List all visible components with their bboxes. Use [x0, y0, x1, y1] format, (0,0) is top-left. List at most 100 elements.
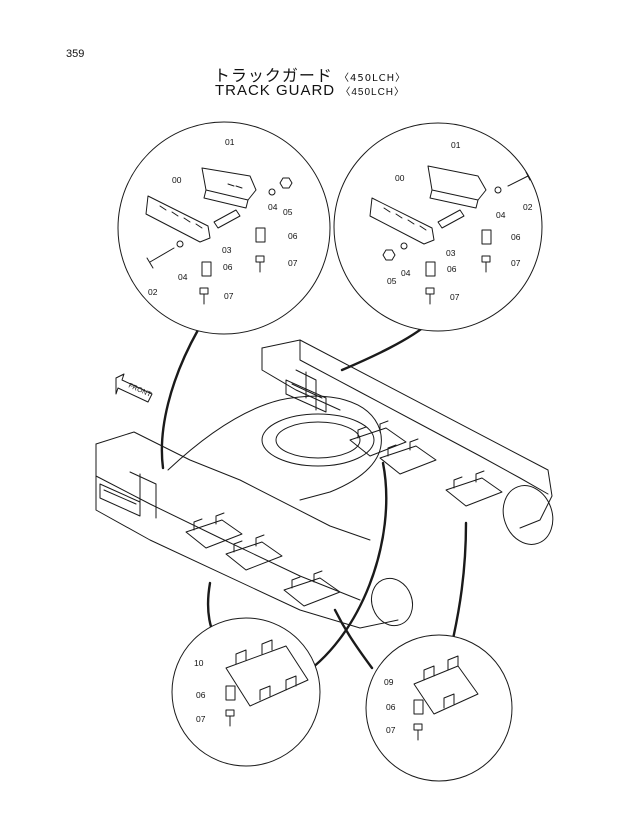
- bushing-06-right-b: [425, 261, 436, 277]
- leader-lower-right-b: [448, 521, 468, 654]
- pin-03: [213, 209, 241, 229]
- guard-00: [145, 195, 211, 243]
- label-ul-03: 03: [222, 245, 232, 255]
- detail-lower-left-parts: [225, 639, 309, 727]
- front-label: FRONT: [127, 382, 153, 398]
- guard-plate-01-holes: [227, 183, 243, 189]
- bushing-06-lr: [413, 699, 424, 715]
- roller-guard-lower-2: [225, 534, 283, 571]
- label-ur-02: 02: [523, 202, 533, 212]
- title-jp-model: 〈450LCH〉: [338, 73, 407, 84]
- washer-04a: [268, 188, 276, 196]
- detail-lower-right-parts: [413, 655, 479, 741]
- roller-guard-upper-1: [349, 420, 407, 457]
- label-ul-04b: 04: [178, 272, 188, 282]
- label-lr-07: 07: [386, 725, 396, 735]
- guard-00-slots: [159, 205, 203, 229]
- track-guard-front-left: [99, 483, 141, 517]
- leader-lines: [160, 320, 468, 680]
- washer-04b: [176, 240, 184, 248]
- idler-right: [502, 485, 554, 545]
- page-title-japanese: トラックガード 〈450LCH〉: [0, 62, 620, 86]
- nut-05: [279, 177, 293, 189]
- bolt-07-ll: [225, 709, 235, 727]
- idler-left: [370, 577, 414, 627]
- front-arrow: FRONT: [115, 373, 153, 403]
- leader-lower-left-b: [296, 461, 388, 680]
- nut-05-right: [382, 249, 396, 261]
- roller-guard-lower-3: [283, 570, 341, 607]
- front-arrow-shape: [115, 373, 153, 403]
- detail-circle-upper-left: [117, 121, 331, 335]
- label-ur-00: 00: [395, 173, 405, 183]
- label-lr-06: 06: [386, 702, 396, 712]
- label-ur-03: 03: [446, 248, 456, 258]
- frame-lower-rail: [95, 475, 361, 601]
- label-ul-02: 02: [148, 287, 158, 297]
- frame-upper-edge: [261, 339, 553, 529]
- page-title-english: TRACK GUARD 〈450LCH〉: [0, 82, 620, 99]
- detail-upper-right-parts: [369, 165, 531, 305]
- detail-circle-lower-left: [171, 617, 321, 767]
- roller-guard-lower-1: [185, 512, 243, 549]
- detail-circle-lower-right: [365, 634, 513, 782]
- roller-guard-upper-3: [445, 470, 503, 507]
- guard-plate-01-edge: [203, 189, 249, 209]
- track-guard-front-left-bracket: [129, 471, 157, 519]
- label-ul-06a: 06: [288, 231, 298, 241]
- label-ul-06b: 06: [223, 262, 233, 272]
- track-guard-upper-bracket: [295, 369, 317, 411]
- label-ul-01: 01: [225, 137, 235, 147]
- undercarriage-frame: [95, 339, 554, 629]
- page-number: 359: [66, 48, 85, 60]
- guard-plate-01-right-edge: [429, 189, 479, 209]
- label-ll-10: 10: [194, 658, 204, 668]
- swing-bearing: [261, 413, 375, 467]
- bushing-06a: [255, 227, 266, 243]
- title-en-model: 〈450LCH〉: [340, 87, 406, 98]
- center-body: [167, 395, 382, 501]
- roller-guard-upper-2: [379, 438, 437, 475]
- detail-upper-right-labels: 01 00 03 04 02 06 07 05 04 06 07: [387, 140, 533, 302]
- roller-guard-10-ribs: [235, 639, 297, 701]
- washer-04-right-a: [494, 186, 502, 194]
- label-ll-07: 07: [196, 714, 206, 724]
- label-ul-00: 00: [172, 175, 182, 185]
- bushing-06-right-a: [481, 229, 492, 245]
- pin-03-right: [437, 209, 465, 229]
- bolt-07b: [199, 287, 209, 305]
- label-ur-06b: 06: [447, 264, 457, 274]
- roller-guard-10: [225, 645, 309, 707]
- bolt-07-right-a: [481, 255, 491, 273]
- label-ul-07a: 07: [288, 258, 298, 268]
- roller-guard-09-ribs: [423, 655, 459, 709]
- frame-lower-top: [95, 431, 371, 541]
- swing-bearing-inner: [275, 421, 361, 459]
- label-ur-01: 01: [451, 140, 461, 150]
- detail-upper-left-labels: 01 00 03 04 05 06 07 02 04 06 07: [148, 137, 298, 301]
- frame-upper-inner: [261, 347, 341, 411]
- detail-circle-upper-right: [333, 122, 543, 332]
- frame-upper-rail: [299, 339, 549, 495]
- frame-lower-edge: [95, 443, 399, 629]
- bolt-07-lr: [413, 723, 423, 741]
- title-en-text: TRACK GUARD: [214, 82, 336, 99]
- leader-lower-right-a: [333, 608, 374, 670]
- label-ll-06: 06: [196, 690, 206, 700]
- bolt-02: [146, 247, 175, 269]
- label-ul-04a: 04: [268, 202, 278, 212]
- label-ur-04a: 04: [496, 210, 506, 220]
- bushing-06-ll: [225, 685, 236, 701]
- label-ul-07b: 07: [224, 291, 234, 301]
- bushing-06b: [201, 261, 212, 277]
- label-ul-05: 05: [283, 207, 293, 217]
- detail-lower-right-labels: 09 06 07: [384, 677, 396, 735]
- guard-00-right-slots: [383, 207, 427, 231]
- detail-lower-left-labels: 10 06 07: [194, 658, 206, 724]
- track-guard-upper-front: [285, 379, 327, 413]
- guard-00-right: [369, 197, 435, 245]
- label-ur-04b: 04: [401, 268, 411, 278]
- roller-guard-09: [413, 665, 479, 715]
- bolt-07a: [255, 255, 265, 273]
